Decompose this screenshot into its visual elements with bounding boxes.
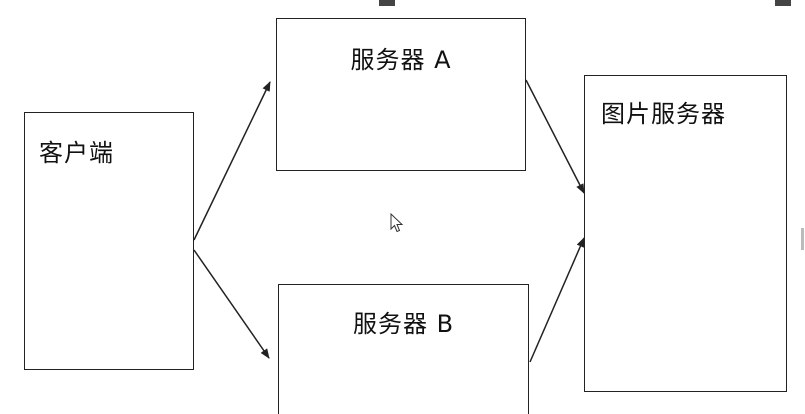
right-edge-mark [801, 228, 804, 250]
edge-server-b-to-image-server [529, 237, 585, 363]
edge-layer [193, 79, 585, 363]
image-server-label: 图片服务器 [601, 100, 726, 128]
edge-server-a-to-image-server [525, 79, 585, 194]
top-edge-mark [775, 0, 791, 6]
mouse-pointer-icon [390, 213, 404, 233]
client-label: 客户端 [39, 139, 114, 167]
server-b-node: 服务器 B [278, 284, 529, 414]
client-node: 客户端 [24, 112, 194, 370]
server-a-label: 服务器 A [350, 46, 452, 74]
server-a-node: 服务器 A [276, 18, 526, 171]
edge-client-to-server-b [193, 249, 270, 359]
top-edge-mark [379, 0, 395, 6]
image-server-node: 图片服务器 [584, 75, 787, 392]
edge-client-to-server-a [193, 81, 271, 241]
server-b-label: 服务器 B [352, 310, 455, 338]
